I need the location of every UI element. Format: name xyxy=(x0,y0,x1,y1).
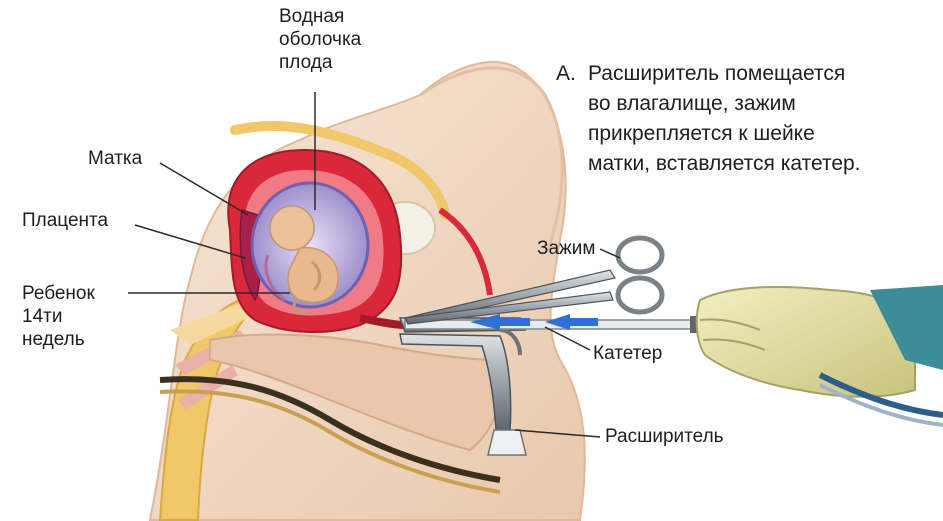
speculum-label: Расширитель xyxy=(605,425,724,448)
gloved-hand xyxy=(697,285,943,425)
membrane-label: Водная оболочка плода xyxy=(279,5,361,74)
catheter-label: Катетер xyxy=(593,342,662,365)
fetus-label: Ребенок 14ти недель xyxy=(22,282,95,351)
caption-marker: A. xyxy=(556,60,576,88)
membrane-label-line-1: Водная xyxy=(279,5,361,28)
clamp-label: Зажим xyxy=(537,237,595,260)
fetus-label-line-2: 14ти xyxy=(22,305,95,328)
fetus-label-line-1: Ребенок xyxy=(22,282,95,305)
membrane-label-line-2: оболочка xyxy=(279,28,361,51)
fetus-label-line-3: недель xyxy=(22,328,95,351)
caption-line-2: во влагалище, зажим xyxy=(588,90,796,118)
caption-line-4: матки, вставляется катетер. xyxy=(588,150,861,178)
caption-line-1: Расширитель помещается xyxy=(588,60,845,88)
membrane-label-line-3: плода xyxy=(279,51,361,74)
uterus-label: Матка xyxy=(88,147,142,170)
caption-line-3: прикрепляется к шейке xyxy=(588,120,815,148)
placenta-label: Плацента xyxy=(22,209,108,232)
